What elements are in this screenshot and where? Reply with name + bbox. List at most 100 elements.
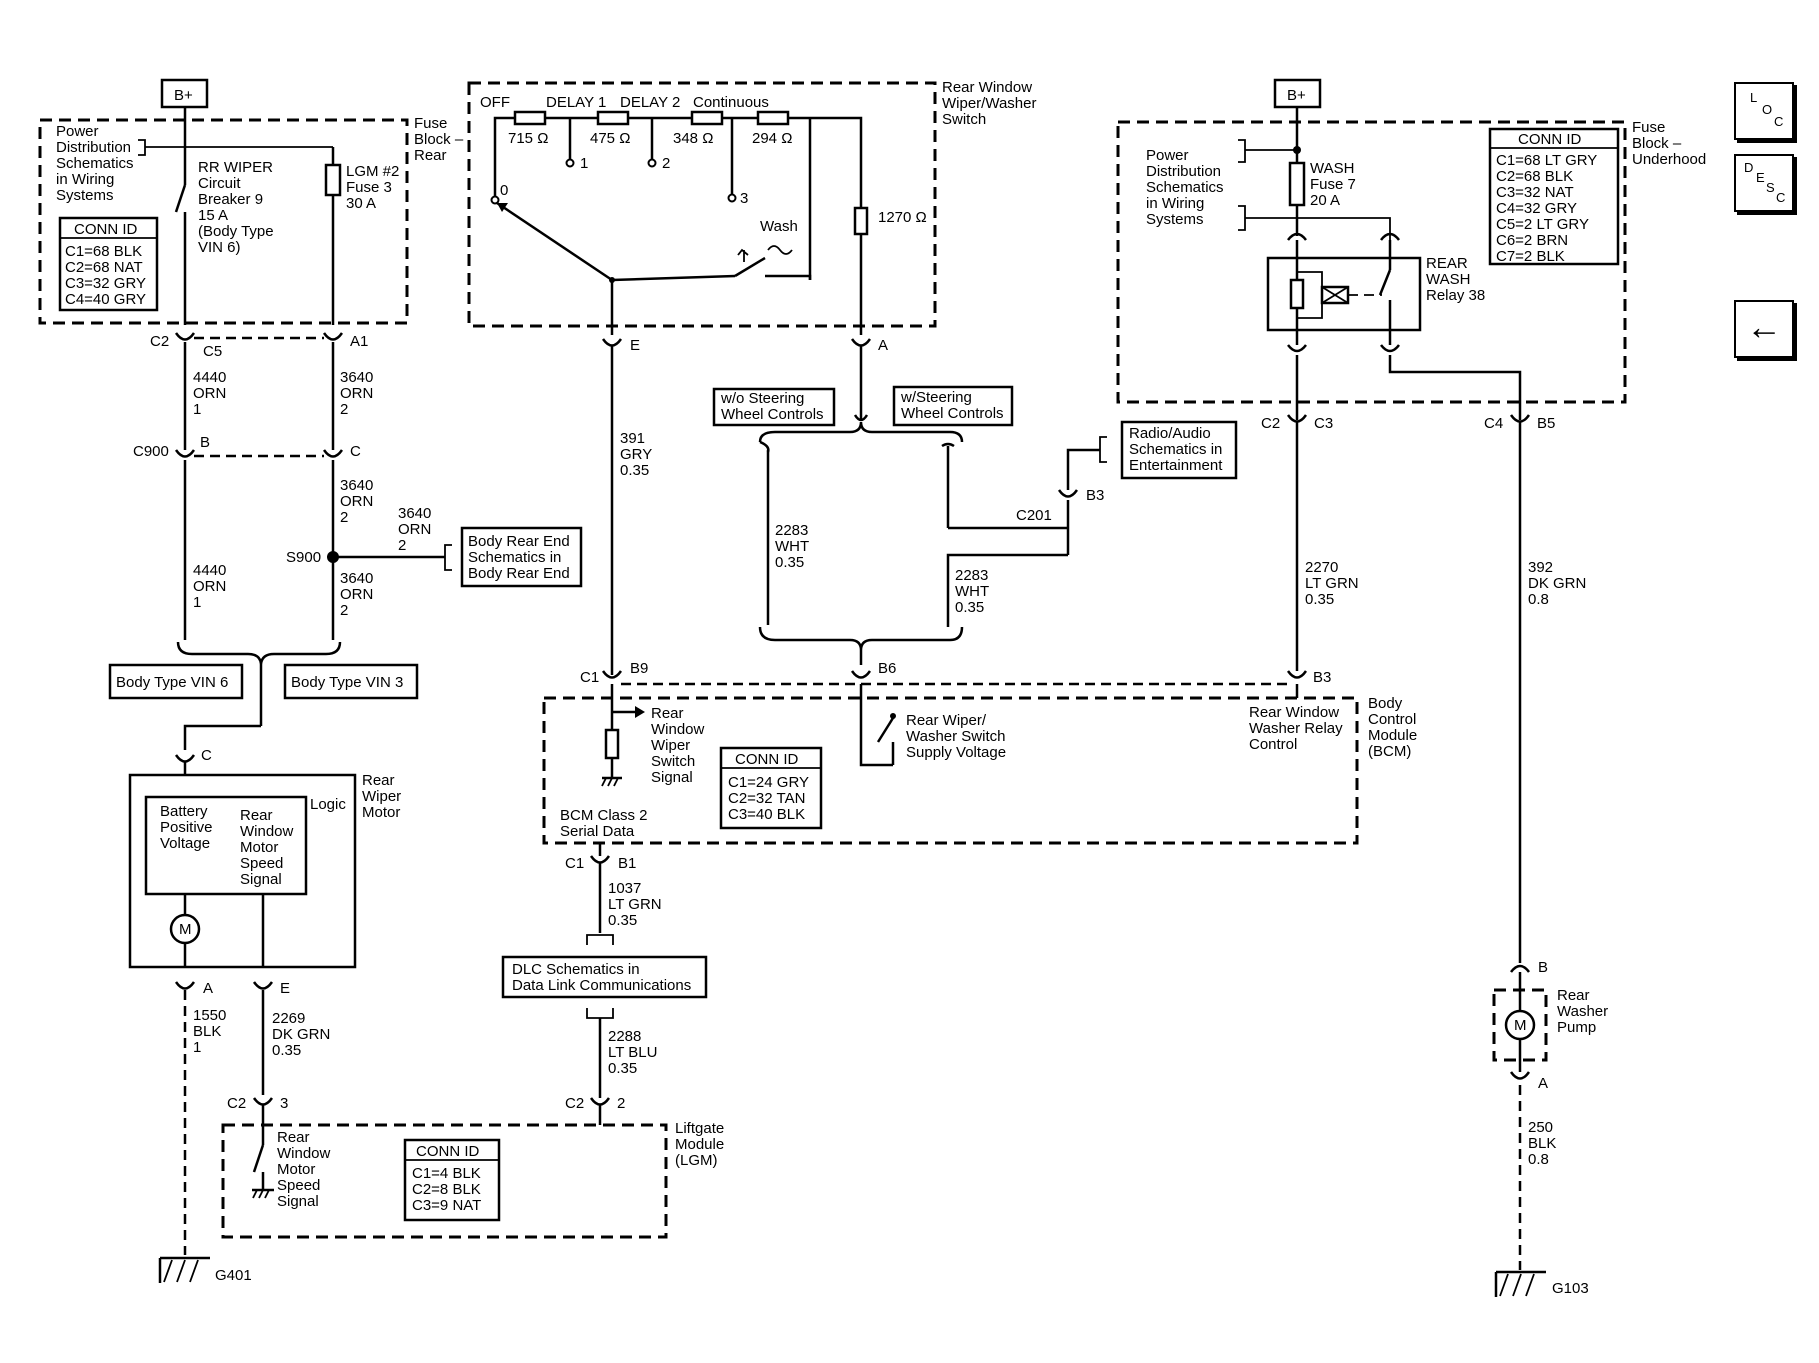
power-dist-right-5: Systems: [1146, 211, 1204, 228]
vin3-box: [283, 663, 419, 700]
w250-1: 250: [1528, 1119, 1553, 1136]
relay-ctrl-1: Rear Window: [1249, 704, 1339, 721]
motor-a: A: [203, 980, 213, 997]
conn-right-4: C4=32 GRY: [1496, 200, 1577, 217]
w1037-2: LT GRN: [608, 896, 662, 913]
w250-2: BLK: [1528, 1135, 1556, 1152]
center-section: 391 GRY 0.35 w/o Steering Wheel Controls…: [580, 346, 1331, 686]
fuse-block-underhood: [1116, 120, 1627, 404]
loc-button[interactable]: L O C: [1734, 82, 1794, 140]
wo-steering-box: [712, 387, 836, 427]
w-steering-2: Wheel Controls: [901, 405, 1004, 422]
left-section: B+ Fuse Block – Rear Power Distribution …: [38, 78, 583, 1284]
rw-signal-1: Rear: [651, 705, 684, 722]
relay-ctrl-2: Washer Relay: [1249, 720, 1343, 737]
speed-3: Motor: [240, 839, 278, 856]
breaker-3: Breaker 9: [198, 191, 263, 208]
w3640-top-2: ORN: [340, 385, 373, 402]
lgm-label-1: Liftgate: [675, 1120, 724, 1137]
right-section: B+ Fuse Block – Underhood Power Distribu…: [1116, 78, 1706, 1297]
w2283a-3: 0.35: [775, 554, 804, 571]
vin3-label: Body Type VIN 3: [291, 674, 403, 691]
conn-right-title: CONN ID: [1518, 131, 1582, 148]
breaker-5: (Body Type: [198, 223, 274, 240]
class2-1: BCM Class 2: [560, 807, 648, 824]
loc-c: C: [1774, 114, 1784, 129]
w1550-3: 1: [193, 1039, 201, 1056]
w1037-1: 1037: [608, 880, 641, 897]
lgm-speed-1: Rear: [277, 1129, 310, 1146]
pump-m: M: [1514, 1017, 1527, 1034]
lgm-label-3: (LGM): [675, 1152, 718, 1169]
g103-label: G103: [1552, 1280, 1589, 1297]
bcm-conn-2: C2=32 TAN: [728, 790, 805, 807]
loc-l: L: [1750, 90, 1758, 105]
fuse-uh-1: Fuse: [1632, 119, 1665, 136]
pump-2: Washer: [1557, 1003, 1608, 1020]
switch-title-3: Switch: [942, 111, 986, 128]
s900-label: S900: [286, 549, 321, 566]
w2283b-1: 2283: [955, 567, 988, 584]
w4440-top-2: ORN: [193, 385, 226, 402]
conn-left-3: C3=32 GRY: [65, 275, 146, 292]
c2-left: C2: [150, 333, 169, 350]
conn-right-1: C1=68 LT GRY: [1496, 152, 1597, 169]
w2283b-2: WHT: [955, 583, 989, 600]
w3640-bot-2: ORN: [340, 586, 373, 603]
w2270-3: 0.35: [1305, 591, 1334, 608]
switch-title-2: Wiper/Washer: [942, 95, 1036, 112]
w1550-2: BLK: [193, 1023, 221, 1040]
motor-e: E: [280, 980, 290, 997]
power-dist-left-3: Schematics: [56, 155, 134, 172]
r715: 715 Ω: [508, 130, 548, 147]
w-steering-1: w/Steering: [900, 389, 972, 406]
lgm-pin2: 2: [617, 1095, 625, 1112]
w3640-side-3: 2: [398, 537, 406, 554]
w2288-3: 0.35: [608, 1060, 637, 1077]
rear-wiper-washer-switch: [467, 81, 937, 328]
w4440-bot-1: 4440: [193, 562, 226, 579]
batt-1: Battery: [160, 803, 208, 820]
pos-continuous: Continuous: [693, 94, 769, 111]
pump-b: B: [1538, 959, 1548, 976]
conn-right-6: C6=2 BRN: [1496, 232, 1568, 249]
w391-3: 0.35: [620, 462, 649, 479]
w4440-top-3: 1: [193, 401, 201, 418]
conn-right-5: C5=2 LT GRY: [1496, 216, 1589, 233]
w2269-1: 2269: [272, 1010, 305, 1027]
rw-signal-3: Wiper: [651, 737, 690, 754]
power-dist-left-5: Systems: [56, 187, 114, 204]
switch-a: A: [878, 337, 888, 354]
b-plus-right: B+: [1287, 87, 1306, 104]
wash-fuse-3: 20 A: [1310, 192, 1340, 209]
logic-label: Logic: [310, 796, 346, 813]
w4440-bot-2: ORN: [193, 578, 226, 595]
dlc-1: DLC Schematics in: [512, 961, 640, 978]
lgm-c2-right: C2: [565, 1095, 584, 1112]
pump-a: A: [1538, 1075, 1548, 1092]
rw-signal-2: Window: [651, 721, 705, 738]
bcm-conn-title: CONN ID: [735, 751, 799, 768]
supply-2: Washer Switch: [906, 728, 1005, 745]
r1270: 1270 Ω: [878, 209, 927, 226]
c1-bcm: C1: [580, 669, 599, 686]
back-button[interactable]: ←: [1734, 300, 1794, 358]
c3-right: C3: [1314, 415, 1333, 432]
bcm-section: Body Control Module (BCM) Rear Window Wi…: [501, 684, 1417, 1098]
dlc-2: Data Link Communications: [512, 977, 691, 994]
motor-c: C: [201, 747, 212, 764]
w3640-top-1: 3640: [340, 369, 373, 386]
w2288-1: 2288: [608, 1028, 641, 1045]
relay-2: WASH: [1426, 271, 1470, 288]
body-rear-3: Body Rear End: [468, 565, 570, 582]
b-plus-left: B+: [174, 87, 193, 104]
supply-3: Supply Voltage: [906, 744, 1006, 761]
speed-4: Speed: [240, 855, 283, 872]
speed-1: Rear: [240, 807, 273, 824]
desc-button[interactable]: D E S C: [1734, 154, 1794, 212]
pos-off: OFF: [480, 94, 510, 111]
liftgate-section: C2 3 Rear Window Motor Speed Signal CONN…: [221, 1095, 724, 1239]
power-dist-left-2: Distribution: [56, 139, 131, 156]
w2270-2: LT GRN: [1305, 575, 1359, 592]
